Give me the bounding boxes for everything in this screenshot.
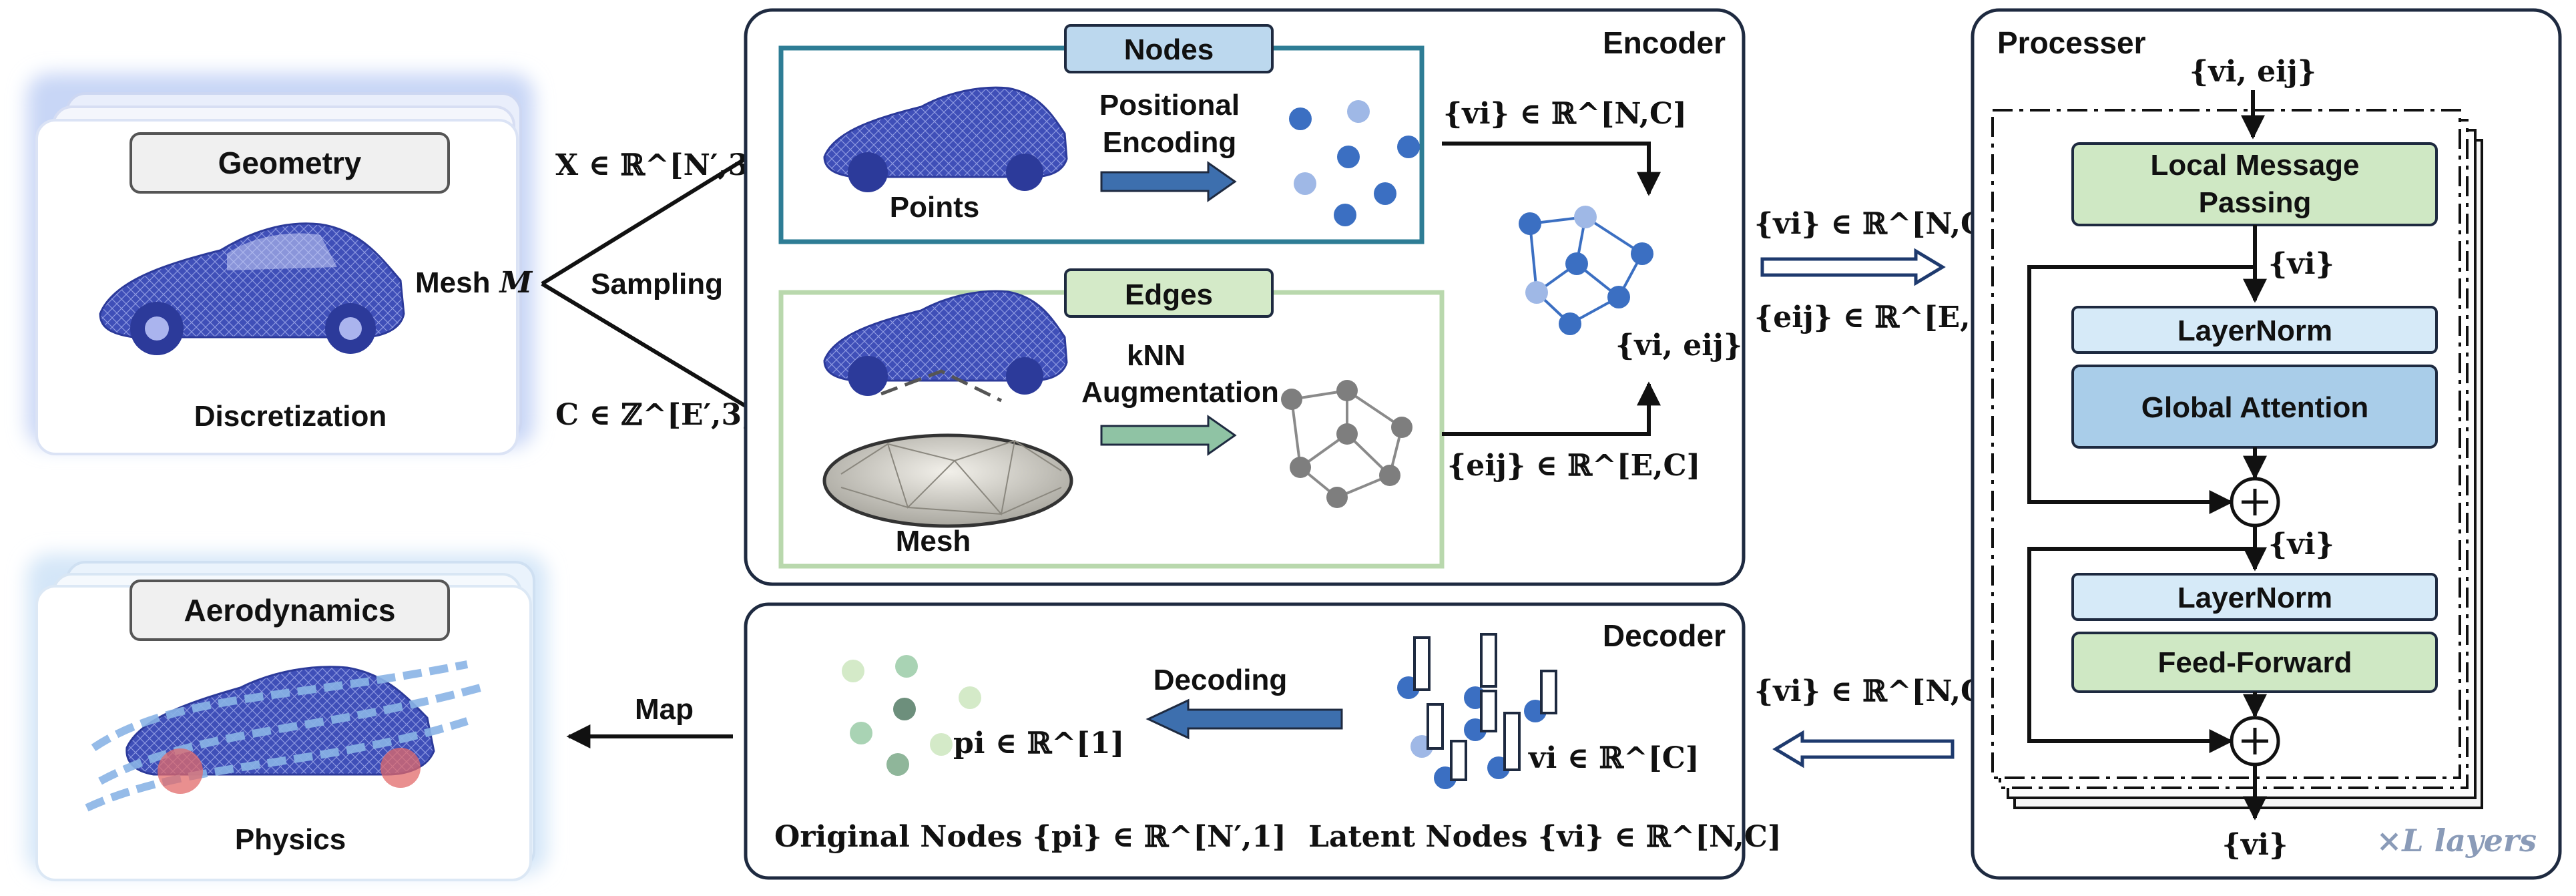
node-point (842, 660, 864, 682)
discretization-label: Discretization (194, 400, 387, 433)
node-point (1334, 204, 1356, 226)
map-label: Map (635, 693, 694, 726)
node-point (959, 686, 981, 709)
graph-node (1565, 252, 1588, 275)
graph-node (1559, 312, 1581, 335)
encoded-node-cloud (1289, 100, 1420, 226)
graph-formula: {vi, eij} (1615, 328, 1742, 363)
lmp-line1: Local Message (2150, 149, 2359, 182)
encoder-eij-formula: {eij} ∈ ℝ^[E,C] (1447, 449, 1700, 483)
decoding-arrow (1145, 698, 1343, 740)
graph-node (1391, 417, 1412, 438)
layernorm-1-label: LayerNorm (2177, 314, 2332, 347)
sampling-arrow-down (541, 282, 784, 429)
global-attention-label: Global Attention (2141, 391, 2369, 424)
knn-arrow (1100, 415, 1237, 456)
layernorm-2-label: LayerNorm (2177, 582, 2332, 614)
knn-graph (1281, 380, 1412, 508)
latent-nodes-label: Latent Nodes {vi} ∈ ℝ^[N,C] (1308, 820, 1782, 854)
car-mesh-image (92, 212, 406, 406)
node-point (850, 722, 872, 744)
nodes-tag-label: Nodes (1124, 33, 1214, 66)
knn-line1: kNN (1127, 339, 1186, 372)
encoder-vi-formula: {vi} ∈ ℝ^[N,C] (1443, 97, 1687, 131)
graph-node (1574, 206, 1597, 228)
node-point (1337, 146, 1360, 168)
encoder-to-processor-arrow (1760, 248, 1946, 286)
sampling-label: Sampling (591, 268, 723, 300)
edges-tag-label: Edges (1125, 278, 1213, 311)
processor-vi-label-1: {vi} (2268, 247, 2334, 281)
graph-node (1607, 286, 1630, 308)
processor-to-decoder-arrow (1772, 730, 1955, 768)
node-point (886, 753, 909, 776)
decoder-title: Decoder (1603, 618, 1726, 653)
residual-line-2 (2027, 547, 2255, 753)
pi-formula: pi ∈ ℝ^[1] (953, 726, 1124, 760)
layers-label: ×L layers (2376, 823, 2537, 859)
nodes-tag: Nodes (1064, 24, 1274, 73)
edges-tag: Edges (1064, 268, 1274, 318)
node-point (1397, 136, 1420, 158)
residual-add-2 (2230, 716, 2280, 766)
mesh-disk-image (822, 433, 1073, 528)
node-point (930, 733, 953, 756)
layernorm-1-box[interactable] (2071, 306, 2438, 354)
positional-encoding-line2: Encoding (1103, 126, 1236, 159)
geometry-label: Geometry (218, 146, 362, 180)
graph-node (1290, 457, 1311, 478)
sampling-arrow-up (541, 135, 784, 286)
node-point (1347, 100, 1370, 123)
vi-to-graph-arrow (1442, 142, 1661, 196)
middle-eij-formula: {eij} ∈ ℝ^[E,C] (1754, 300, 2007, 334)
latent-node-cloud (1397, 633, 1557, 789)
feed-forward-label: Feed-Forward (2158, 646, 2352, 679)
original-node-cloud (842, 655, 981, 776)
node-point (1289, 107, 1312, 130)
graph-node (1519, 212, 1541, 235)
encoder-title: Encoder (1603, 25, 1726, 60)
x-formula: X ∈ ℝ^[N′,3] (555, 148, 762, 182)
processor-title: Processer (1997, 25, 2146, 60)
lmp-line2: Passing (2199, 186, 2312, 219)
c-formula: C ∈ ℤ^[E′,3] (555, 398, 756, 432)
graph-node (1379, 465, 1400, 486)
knn-line2: Augmentation (1081, 376, 1279, 409)
node-point (893, 698, 916, 720)
residual-line-1 (2027, 265, 2255, 514)
layernorm-2-box[interactable] (2071, 573, 2438, 621)
physics-label: Physics (235, 823, 346, 856)
processor-vi-label-2: {vi} (2268, 527, 2334, 562)
node-point (895, 655, 918, 678)
middle-vi-formula: {vi} ∈ ℝ^[N,C] (1754, 207, 1998, 241)
geometry-tag: Geometry (130, 132, 450, 194)
node-point (1294, 172, 1316, 195)
aerodynamics-tag: Aerodynamics (130, 580, 450, 641)
eij-to-graph-arrow (1442, 381, 1661, 436)
graph-node (1281, 389, 1302, 410)
graph-node (1326, 487, 1348, 508)
residual-add-1 (2230, 477, 2280, 527)
combined-graph (1519, 206, 1653, 335)
processor-input-label: {vi, eij} (2189, 55, 2316, 89)
positional-encoding-arrow (1100, 161, 1237, 202)
graph-node (1525, 281, 1548, 304)
graph-node (1336, 380, 1358, 401)
edges-car-image (823, 290, 1068, 403)
processor-output-label: {vi} (2222, 828, 2288, 862)
points-car-image (823, 86, 1068, 192)
graph-node (1631, 242, 1653, 265)
car-flow-image (85, 654, 482, 821)
middle-vi-back-formula: {vi} ∈ ℝ^[N,C] (1754, 674, 1998, 708)
node-point (1374, 182, 1396, 205)
positional-encoding-line1: Positional (1099, 89, 1240, 122)
edges-mesh-label: Mesh (896, 525, 971, 557)
points-label: Points (890, 191, 979, 224)
original-nodes-label: Original Nodes {pi} ∈ ℝ^[N′,1] (774, 820, 1286, 854)
decoding-label: Decoding (1153, 664, 1287, 696)
vi-latent-formula: vi ∈ ℝ^[C] (1528, 741, 1700, 775)
graph-node (1336, 423, 1358, 445)
aerodynamics-label: Aerodynamics (184, 593, 395, 628)
